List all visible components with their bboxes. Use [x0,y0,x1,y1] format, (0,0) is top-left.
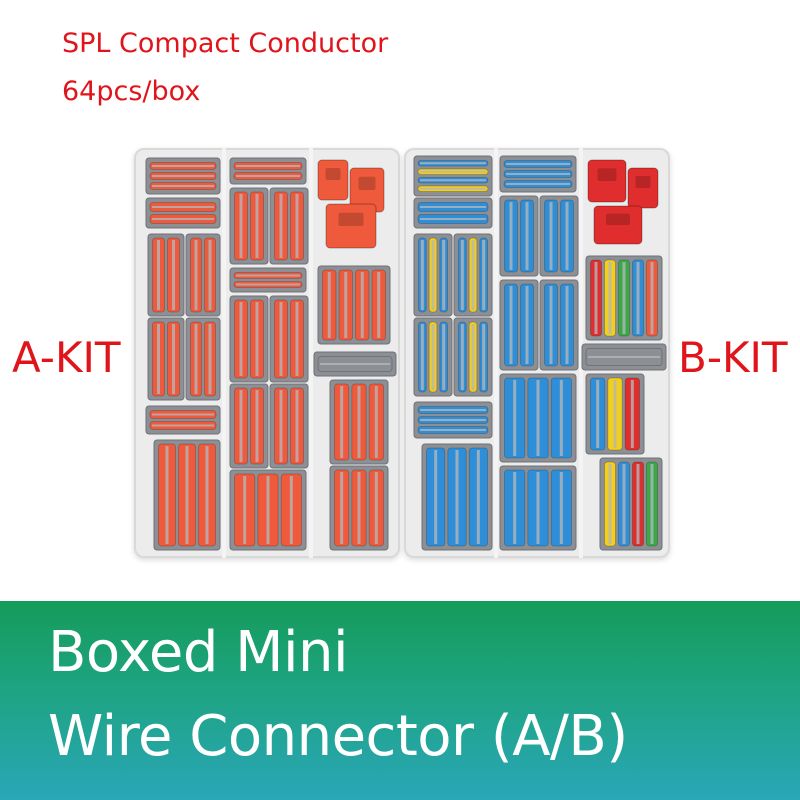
box-divider [309,148,313,558]
wire-connector [269,295,309,383]
title-line-2: 64pcs/box [62,76,201,107]
wire-connector [317,265,391,345]
wire-connector [145,157,221,195]
banner-line-2: Wire Connector (A/B) [48,704,628,769]
wire-connector [453,233,493,317]
wire-connector [599,457,663,551]
mounting-bracket [587,159,627,203]
a-kit-connectors [145,148,397,558]
wire-connector [585,255,663,341]
wire-connector [269,187,309,265]
wire-connector [581,343,667,371]
b-kit-connectors [413,148,667,558]
wire-connector [147,233,185,317]
box-divider [494,148,498,558]
wire-connector [413,401,493,439]
wire-connector [229,187,269,265]
box-divider [222,148,226,558]
mounting-bracket [325,203,377,249]
mounting-bracket [317,159,349,201]
b-kit-product-photo [404,148,670,558]
wire-connector [185,233,221,317]
wire-connector [499,195,539,277]
a-kit-product-photo [134,148,400,558]
wire-connector [539,195,579,277]
wire-connector [413,155,493,197]
wire-connector [413,317,453,397]
wire-connector [145,197,221,229]
mounting-bracket [349,167,385,213]
wire-connector [229,469,307,551]
wire-connector [421,443,493,551]
wire-connector [229,383,269,469]
title-line-1: SPL Compact Conductor [62,28,389,59]
wire-connector [499,279,539,371]
wire-connector [499,465,577,551]
wire-connector [229,157,307,185]
wire-connector [329,379,389,465]
b-kit-label: B-KIT [678,333,788,382]
mounting-bracket [593,205,643,245]
wire-connector [413,197,493,229]
wire-connector [153,439,221,551]
wire-connector [453,317,493,397]
a-kit-label: A-KIT [12,333,121,382]
mounting-bracket [627,167,659,209]
wire-connector [229,295,269,383]
wire-connector [499,155,577,193]
wire-connector [539,279,579,371]
wire-connector [269,383,309,469]
banner-line-1: Boxed Mini [48,620,349,685]
wire-connector [229,267,307,293]
box-divider [579,148,583,558]
wire-connector [329,465,389,551]
wire-connector [585,373,645,455]
wire-connector [185,317,221,401]
wire-connector [147,317,185,401]
wire-connector [145,405,221,435]
wire-connector [313,351,397,377]
product-banner: Boxed Mini Wire Connector (A/B) [0,601,800,800]
wire-connector [413,233,453,317]
wire-connector [499,373,577,463]
